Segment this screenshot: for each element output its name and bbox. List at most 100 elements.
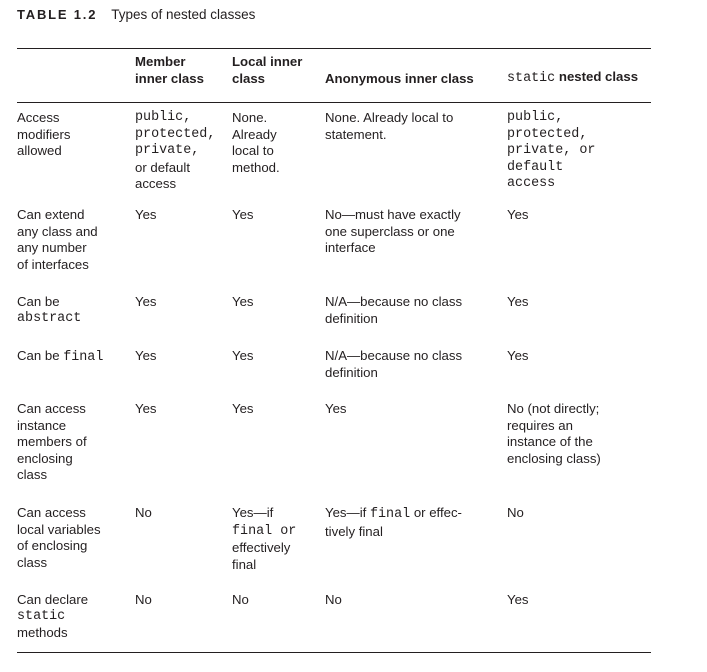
cell-text: Can access (17, 401, 86, 416)
cell-anonymous: None. Already local to statement. (325, 103, 507, 208)
cell-text: statement. (325, 126, 387, 142)
table-row: Can access local variables of enclosing … (17, 505, 651, 592)
cell-text: private, or default (507, 143, 596, 175)
cell-text: None. (232, 110, 268, 125)
cell-text: local variables (17, 521, 101, 537)
cell-text: methods (17, 625, 68, 640)
cell-static: Yes (507, 348, 529, 363)
cell-text: or effec- (410, 505, 462, 520)
table-row: Access modifiers allowed public, protect… (17, 103, 651, 208)
header-anonymous: Anonymous inner class (325, 70, 474, 86)
row-label: Can be abstract (17, 294, 135, 348)
cell-text: final or (232, 522, 325, 541)
cell-text: effectively (232, 540, 291, 555)
header-local: Local inner class (232, 49, 325, 103)
cell-member: Yes (135, 401, 157, 416)
cell-text: static (17, 608, 66, 624)
cell-text: final (369, 507, 411, 522)
cell-text: Can access (17, 505, 86, 520)
cell-text: Can be (17, 294, 60, 309)
cell-text: requires an (507, 417, 573, 433)
cell-anonymous: Yes (325, 401, 347, 416)
cell-text: abstract (17, 310, 82, 326)
cell-text: definition (325, 310, 378, 326)
row-label: Can extend any class and any number of i… (17, 207, 135, 294)
table-row: Can be abstract Yes Yes N/A—because no c… (17, 294, 651, 348)
row-label: Can access local variables of enclosing … (17, 505, 135, 592)
cell-text: tively final (325, 523, 383, 539)
cell-local: None. Already local to method. (232, 103, 325, 208)
header-empty (17, 49, 135, 103)
cell-text: Access (17, 110, 60, 125)
row-label: Access modifiers allowed (17, 103, 135, 208)
cell-anonymous: No—must have exactly one superclass or o… (325, 207, 507, 294)
cell-text: None. Already local to (325, 110, 454, 125)
cell-text: inner class (135, 70, 204, 86)
cell-local: No (232, 592, 249, 607)
cell-text: instance (17, 417, 67, 433)
cell-static: Yes (507, 207, 529, 222)
row-label: Can declare static methods (17, 592, 135, 653)
cell-text: enclosing class) (507, 450, 601, 466)
cell-text: Can extend (17, 207, 85, 222)
cell-text: modifiers (17, 126, 71, 142)
cell-text: No—must have exactly (325, 207, 461, 222)
cell-member: public, protected, private, or default a… (135, 103, 232, 208)
cell-text: N/A—because no class (325, 348, 463, 363)
table-row: Can access instance members of enclosing… (17, 401, 651, 505)
cell-text: final or (232, 523, 297, 539)
cell-static: Yes (507, 294, 529, 309)
cell-text: Can be (17, 348, 64, 363)
cell-text: protected, (135, 126, 216, 142)
cell-member: Yes (135, 294, 157, 309)
cell-member: No (135, 592, 152, 607)
cell-local: Yes (232, 348, 254, 363)
cell-text: members of (17, 434, 87, 449)
table-number: TABLE 1.2 (17, 7, 98, 22)
header-member: Member inner class (135, 49, 232, 103)
cell-text: enclosing (17, 450, 73, 466)
header-static: static nested class (507, 49, 651, 103)
cell-text: Can declare (17, 592, 89, 607)
row-label: Can access instance members of enclosing… (17, 401, 135, 505)
cell-anonymous: Yes—if final or effec- tively final (325, 505, 507, 592)
cell-static: Yes (507, 592, 529, 607)
cell-text: public, protected, (507, 110, 588, 142)
cell-text: class (17, 467, 48, 482)
cell-text: access (135, 176, 177, 191)
cell-text: final (232, 556, 257, 572)
cell-text: No (not directly; (507, 401, 600, 416)
cell-member: Yes (135, 207, 157, 222)
cell-text: interface (325, 240, 376, 255)
cell-local: Yes—if final or effectively final (232, 505, 325, 592)
cell-member: Yes (135, 348, 157, 363)
cell-text: method. (232, 159, 280, 175)
cell-text: access (507, 176, 556, 191)
cell-text: nested class (555, 68, 639, 84)
cell-text: class (232, 70, 266, 86)
cell-text: Yes—if (325, 505, 370, 520)
cell-text: Yes—if (232, 505, 274, 520)
nested-classes-table: Member inner class Local inner class Ano… (17, 48, 651, 653)
cell-local: Yes (232, 207, 254, 222)
cell-static: public, protected, private, or default a… (507, 103, 651, 208)
cell-text: static (507, 70, 556, 86)
cell-text: Yes—if final or effec- (325, 505, 507, 524)
table-row: Can extend any class and any number of i… (17, 207, 651, 294)
cell-text: definition (325, 364, 378, 380)
cell-anonymous: N/A—because no class definition (325, 348, 507, 401)
cell-text: one superclass or one (325, 223, 455, 239)
table-row: Can be final Yes Yes N/A—because no clas… (17, 348, 651, 401)
cell-static: No (not directly; requires an instance o… (507, 401, 651, 505)
cell-text: Member (135, 54, 186, 69)
cell-static: No (507, 505, 524, 520)
cell-text: Local inner (232, 54, 303, 69)
cell-text: public, (135, 110, 192, 125)
cell-text: private, (135, 143, 200, 158)
cell-anonymous: N/A—because no class definition (325, 294, 507, 348)
cell-text: of enclosing (17, 538, 88, 553)
table-title: Types of nested classes (111, 7, 256, 22)
cell-member: No (135, 505, 152, 520)
row-label: Can be final (17, 348, 135, 401)
cell-text: N/A—because no class (325, 294, 463, 309)
